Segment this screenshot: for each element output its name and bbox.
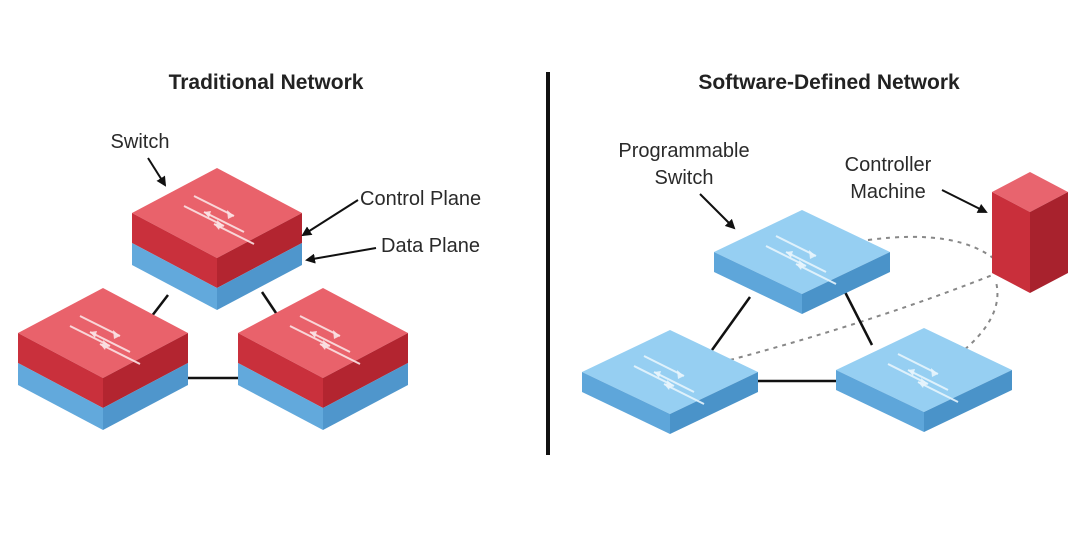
- traditional-switch-left: [17, 287, 189, 431]
- control-plane-label: Control Plane: [360, 188, 481, 210]
- controller-arrow: [941, 189, 988, 213]
- controller-links: [729, 235, 1001, 361]
- traditional-network-title: Traditional Network: [169, 71, 364, 94]
- data-plane-arrow: [305, 247, 377, 264]
- switch-label: Switch: [111, 131, 170, 153]
- sdn-links: [710, 291, 874, 383]
- controller-machine: [992, 172, 1068, 293]
- traditional-switch-top: [131, 167, 303, 311]
- data-plane-label: Data Plane: [381, 235, 480, 257]
- controller-label-line2: Machine: [850, 181, 926, 203]
- programmable-switch-label-line2: Switch: [655, 167, 714, 189]
- programmable-switch-label-line1: Programmable: [618, 140, 749, 162]
- sdn-title: Software-Defined Network: [698, 71, 960, 94]
- programmable-switch-top: [713, 209, 891, 315]
- controller-label-line1: Controller: [845, 154, 932, 176]
- traditional-switch-right: [237, 287, 409, 431]
- programmable-switch-right: [835, 327, 1013, 433]
- switch-arrow: [147, 157, 167, 187]
- programmable-switch-left: [581, 329, 759, 435]
- programmable-switch-arrow: [699, 193, 736, 230]
- control-plane-arrow: [301, 199, 359, 237]
